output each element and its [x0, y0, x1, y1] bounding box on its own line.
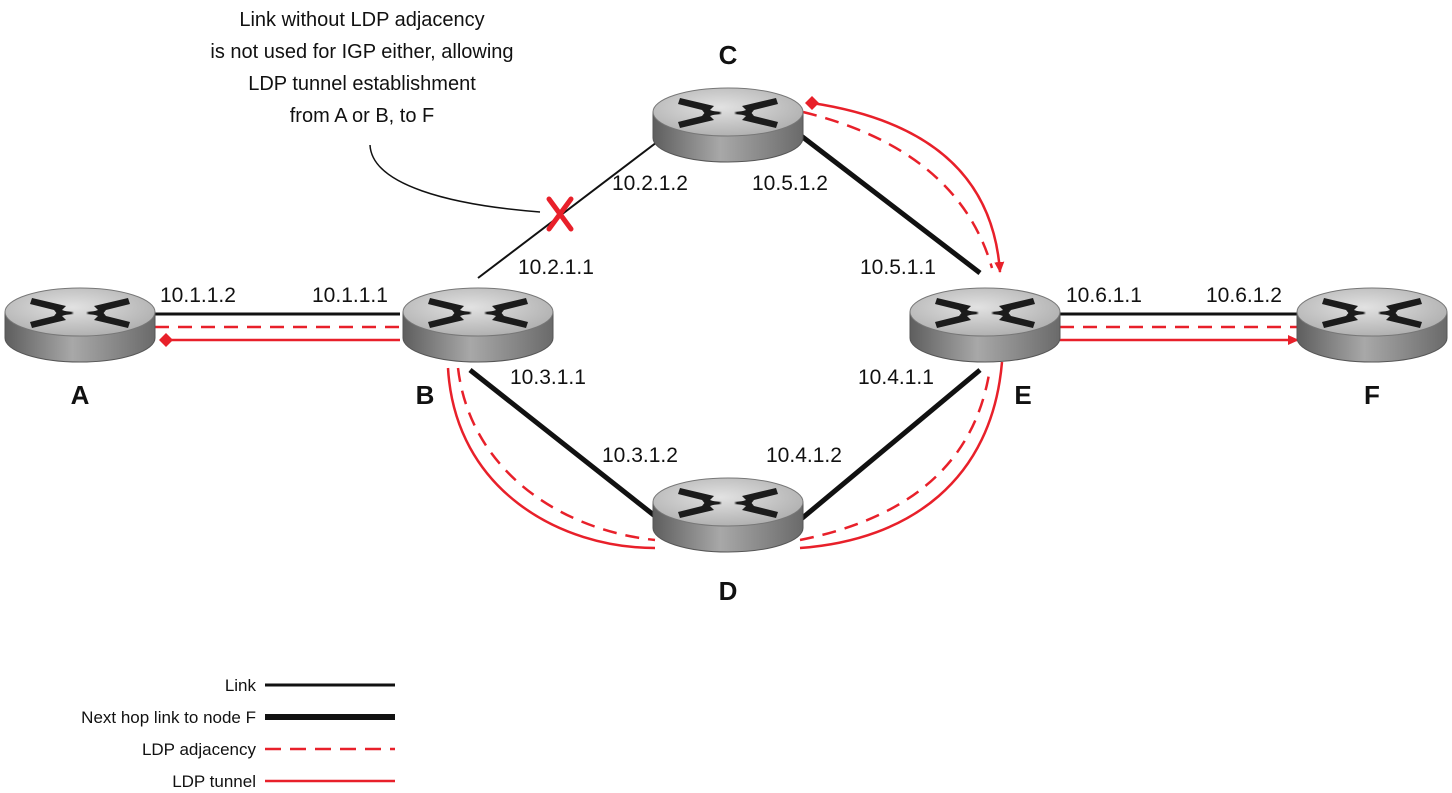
annotation-line-4: from A or B, to F	[290, 105, 435, 127]
node-label-c: C	[719, 40, 738, 70]
ip-label-b-bd: 10.3.1.1	[510, 366, 586, 389]
link-failure-x-icon	[546, 196, 574, 232]
node-label-a: A	[71, 380, 90, 410]
router-d	[652, 477, 804, 553]
node-label-e: E	[1014, 380, 1031, 410]
annotation: Link without LDP adjacency is not used f…	[210, 9, 513, 127]
ldp-adjacency-c-e	[802, 110, 994, 269]
router-f	[1296, 287, 1448, 363]
annotation-line-1: Link without LDP adjacency	[239, 9, 484, 31]
ip-label-d-de: 10.4.1.2	[766, 444, 842, 467]
ldp-adjacency-b-e	[456, 367, 992, 542]
legend-label-link: Link	[225, 676, 257, 695]
ip-label-a-ab: 10.1.1.2	[160, 284, 236, 307]
ip-label-e-ce: 10.5.1.1	[860, 256, 936, 279]
annotation-line-2: is not used for IGP either, allowing	[210, 41, 513, 63]
node-label-d: D	[719, 576, 738, 606]
annotation-line-3: LDP tunnel establishment	[248, 73, 476, 95]
ip-label-d-bd: 10.3.1.2	[602, 444, 678, 467]
annotation-pointer	[369, 144, 541, 213]
router-c	[652, 87, 804, 163]
node-label-b: B	[416, 380, 435, 410]
node-label-f: F	[1364, 380, 1380, 410]
legend-label-next-hop: Next hop link to node F	[81, 708, 256, 727]
tunnel-origin-c	[805, 96, 819, 110]
ip-label-b-bc: 10.2.1.1	[518, 256, 594, 279]
router-e	[909, 287, 1061, 363]
legend-label-ldp-adjacency: LDP adjacency	[142, 740, 257, 759]
tunnel-origin-a	[159, 333, 173, 347]
ldp-tunnel-b-e	[446, 361, 1004, 550]
next-hop-link-b-d	[468, 368, 662, 522]
ip-label-f-ef: 10.6.1.2	[1206, 284, 1282, 307]
next-hop-link-d-e	[798, 368, 982, 522]
next-hop-link-c-e	[798, 133, 982, 275]
legend: Link Next hop link to node F LDP adjacen…	[81, 676, 395, 791]
ip-label-b-ab: 10.1.1.1	[312, 284, 388, 307]
link-b-c	[477, 135, 666, 279]
router-b	[402, 287, 554, 363]
ldp-tunnel-c-e	[811, 101, 1005, 273]
ip-label-e-de: 10.4.1.1	[858, 366, 934, 389]
legend-label-ldp-tunnel: LDP tunnel	[172, 772, 256, 791]
ip-label-c-bc: 10.2.1.2	[612, 172, 688, 195]
router-a	[4, 287, 156, 363]
ip-label-c-ce: 10.5.1.2	[752, 172, 828, 195]
ip-label-e-ef: 10.6.1.1	[1066, 284, 1142, 307]
